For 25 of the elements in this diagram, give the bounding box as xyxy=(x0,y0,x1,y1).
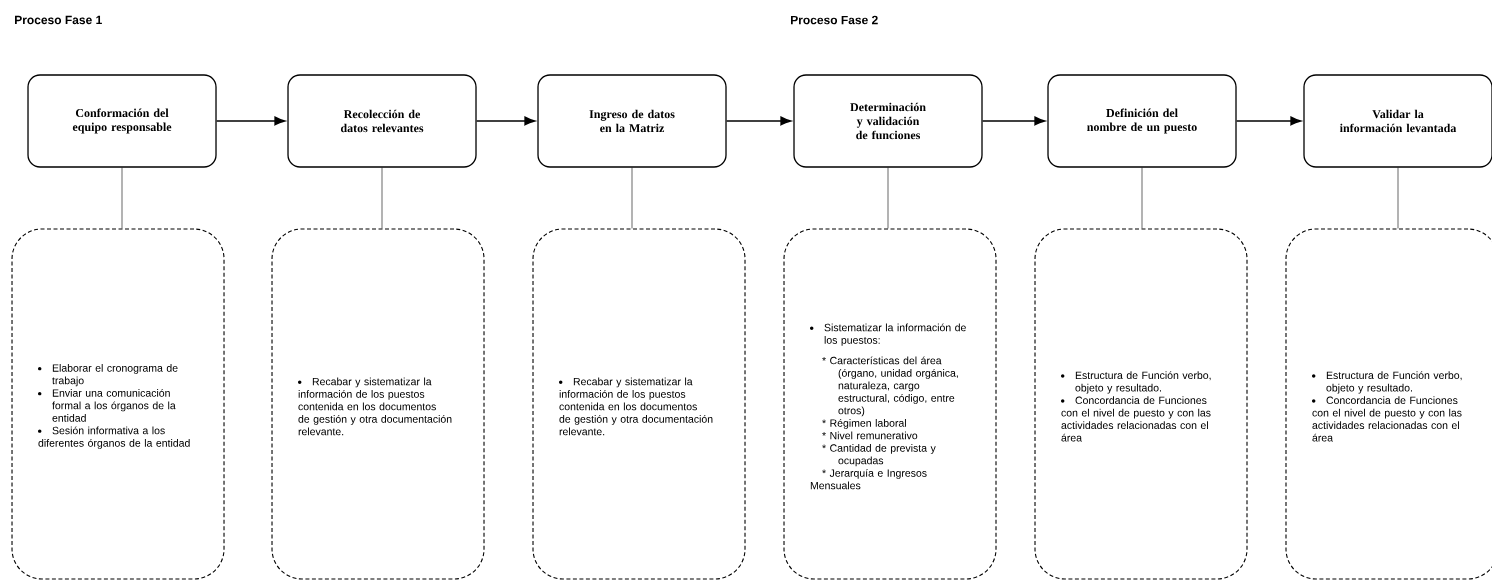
process-box: Definición del nombre de un puesto xyxy=(1047,74,1237,168)
phase-title: Proceso Fase 2 xyxy=(791,15,878,25)
connector-line xyxy=(631,167,633,229)
process-box: Determinación y validación de funciones xyxy=(793,74,983,168)
detail-box: Recabar y sistematizar la información de los puestos contenida en los documentos de gestión y otra documentación relevante. xyxy=(271,228,485,580)
arrow xyxy=(981,116,1046,126)
connector-line xyxy=(887,167,889,229)
arrow xyxy=(215,116,286,126)
process-box: Conformación del equipo responsable xyxy=(27,74,217,168)
detail-box: Recabar y sistematizar la información de los puestos contenida en los documentos de gestión y otra documentación relevante. xyxy=(532,228,746,580)
arrow xyxy=(475,116,536,126)
detail-box: Estructura de Función verbo, objeto y resultado. Concordancia de Funciones con el nivel de puesto y con las actividades relacionadas con el área xyxy=(1285,228,1492,580)
detail-box: Elaborar el cronograma de trabajo Enviar una comunicación formal a los órganos de la entidad Sesión informativa a los diferentes órganos de la entidad xyxy=(11,228,225,580)
arrow xyxy=(725,116,792,126)
connector-line xyxy=(381,167,383,229)
process-box: Ingreso de datos en la Matriz xyxy=(537,74,727,168)
connector-line xyxy=(121,167,123,229)
phase-title: Proceso Fase 1 xyxy=(15,15,102,25)
process-box: Recolección de datos relevantes xyxy=(287,74,477,168)
process-box: Validar la información levantada xyxy=(1303,74,1492,168)
connector-line xyxy=(1397,167,1399,229)
connector-line xyxy=(1141,167,1143,229)
arrow xyxy=(1235,116,1302,126)
detail-box: Sistematizar la información de los puestos: * Características del área (órgano, unidad orgánica, naturaleza, cargo estructural, código, entre otros) * Régimen laboral * Nivel remunerativo * Cantidad de prevista y ocupadas * Jerarquía e Ingresos Mensuales xyxy=(783,228,997,580)
detail-box: Estructura de Función verbo, objeto y resultado. Concordancia de Funciones con el nivel de puesto y con las actividades relacionadas con el área xyxy=(1034,228,1248,580)
